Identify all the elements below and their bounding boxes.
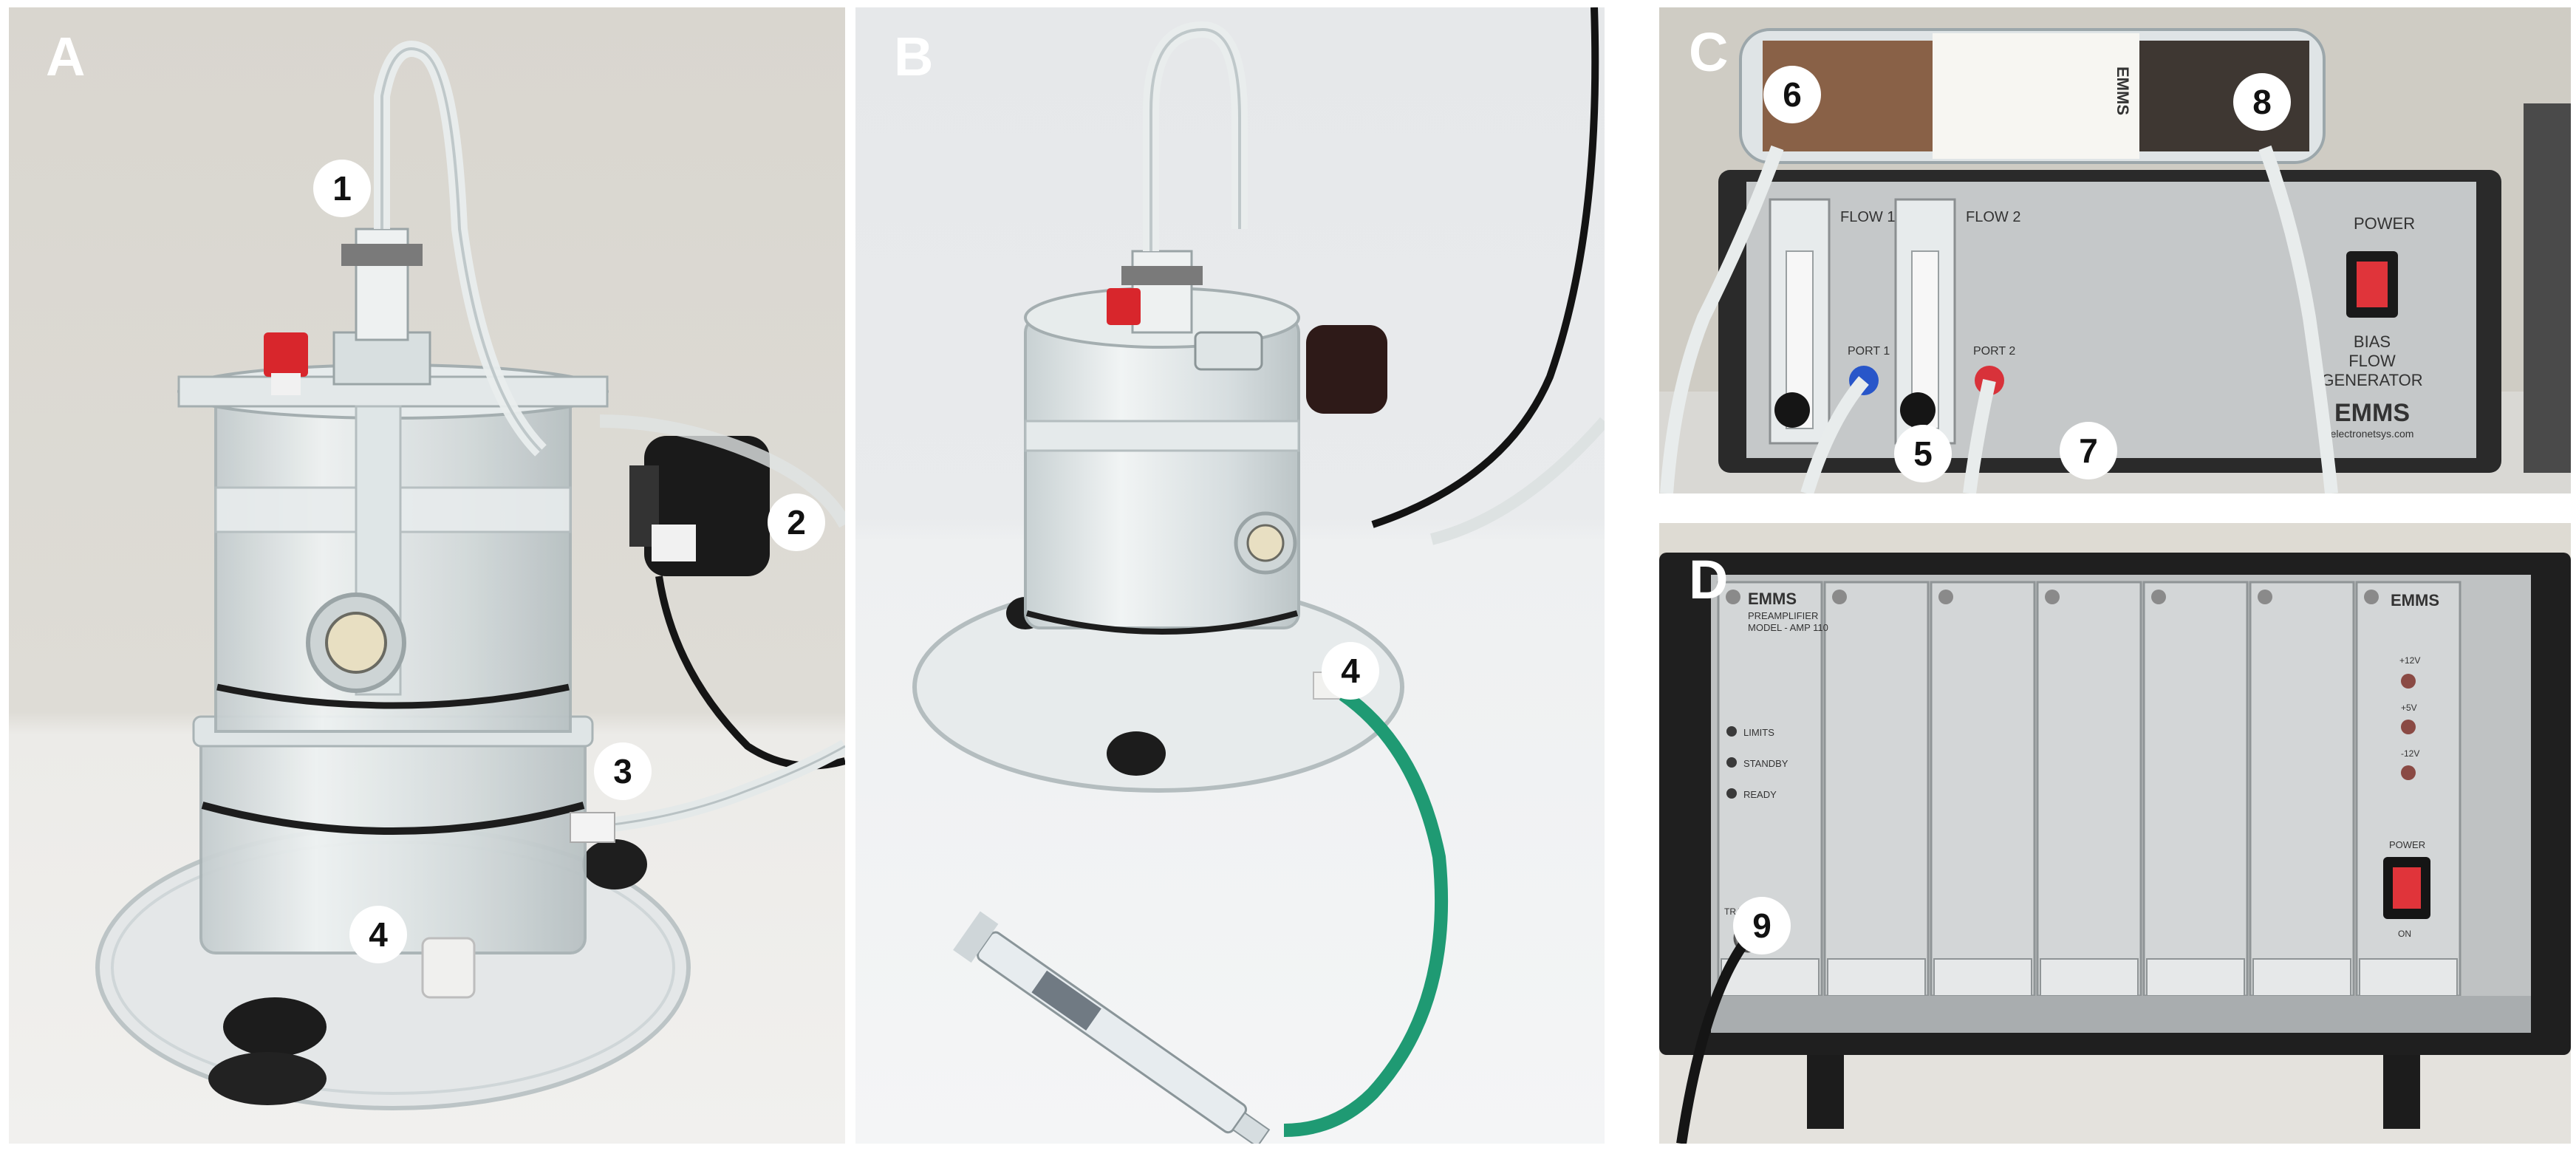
panel-letter-b: B [894,26,934,87]
device-brand-c: EMMS [2334,399,2410,427]
callout-8: 8 [2233,73,2291,131]
device-name-line3: GENERATOR [2321,371,2422,389]
callout-5: 5 [1894,425,1952,482]
panel-letter-c: C [1689,21,1729,83]
v-neg12-label: -12V [2401,748,2419,759]
panel-a-illustration [9,7,845,1144]
panel-a-photo: A 1 2 3 4 [9,7,845,1144]
panel-b-illustration [855,7,1605,1144]
port2-label: PORT 2 [1973,345,2015,358]
power-label-d: POWER [2389,839,2425,850]
callout-3: 3 [594,742,652,800]
v-pos5-label: +5V [2401,703,2417,713]
panel-letter-d: D [1689,549,1729,610]
panel-b-photo: B 4 [855,7,1605,1144]
callout-1: 1 [313,160,371,217]
callout-7: 7 [2060,422,2117,479]
device-name-line1: BIAS [2354,332,2391,351]
device-name-line2: FLOW [2348,352,2396,370]
power-label-c: POWER [2354,214,2415,233]
port1-label: PORT 1 [1848,345,1890,358]
callout-2: 2 [768,493,825,551]
panel-letter-a: A [46,26,86,87]
device-website-c: electronetsys.com [2331,428,2414,440]
on-label: ON [2398,929,2411,939]
rack-brand-right: EMMS [2391,591,2439,609]
callout-6: 6 [1763,66,1821,123]
panel-c-photo: EMMS FLOW 1 FLOW 2 PORT 1 PORT 2 POWER B… [1659,7,2571,493]
panel-d-photo: EMMS PREAMPLIFIER MODEL - AMP 110 LIMITS… [1659,523,2571,1144]
preamp-model-line2: MODEL - AMP 110 [1748,622,1828,633]
v-pos12-label: +12V [2399,655,2420,666]
callout-4: 4 [349,906,407,963]
panel-d-illustration: EMMS PREAMPLIFIER MODEL - AMP 110 LIMITS… [1659,523,2571,1144]
callout-9: 9 [1733,897,1791,954]
flow2-label: FLOW 2 [1966,209,2020,225]
standby-label: STANDBY [1743,758,1788,769]
callout-4-b: 4 [1322,642,1379,700]
preamp-brand: EMMS [1748,590,1797,608]
cartridge-brand: EMMS [2114,66,2132,115]
preamp-model-line1: PREAMPLIFIER [1748,610,1818,621]
limits-label: LIMITS [1743,727,1774,738]
ready-label: READY [1743,789,1777,800]
flow1-label: FLOW 1 [1840,209,1895,225]
